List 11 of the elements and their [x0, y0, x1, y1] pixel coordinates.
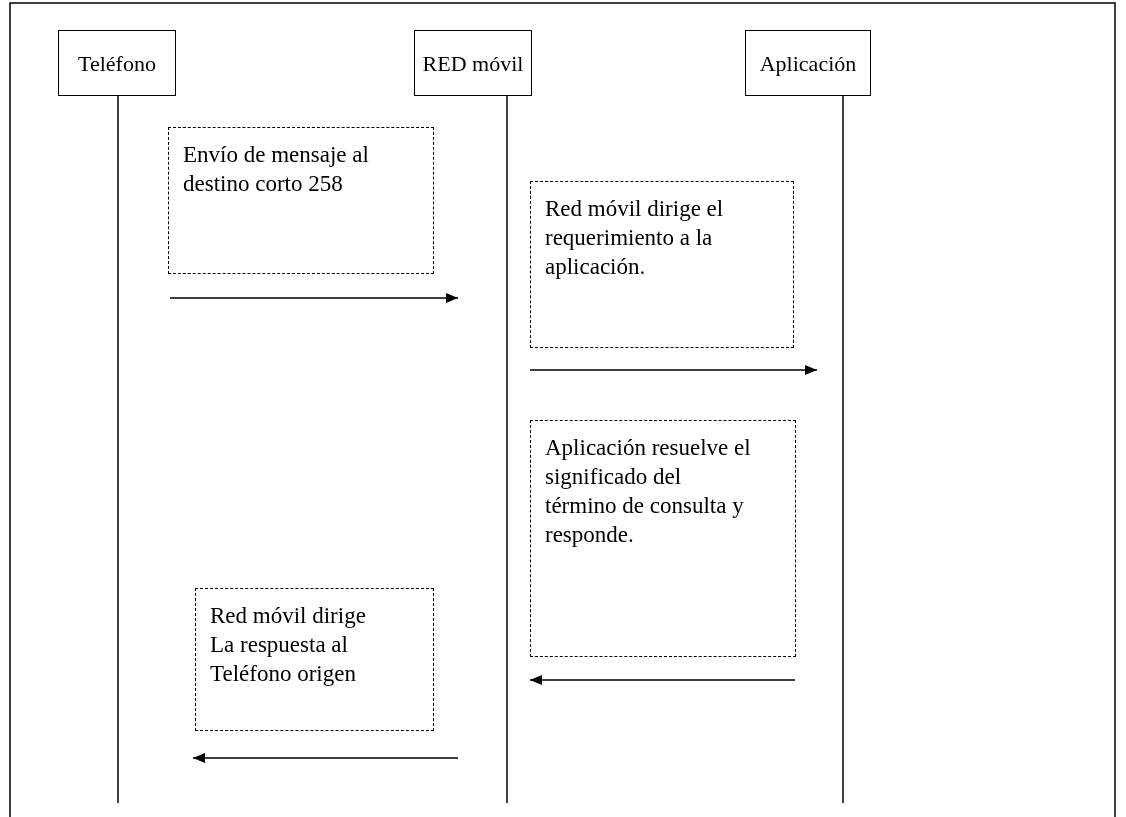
- message-arrow: [169, 293, 459, 303]
- note-box: Envío de mensaje al destino corto 258: [168, 127, 434, 274]
- participant-box: Aplicación: [745, 30, 871, 96]
- note-box: Aplicación resuelve el significado del término de consulta y responde.: [530, 420, 796, 657]
- note-box: Red móvil dirige el requerimiento a la aplicación.: [530, 181, 794, 348]
- note-box: Red móvil dirige La respuesta al Teléfono origen: [195, 588, 434, 731]
- message-arrow: [192, 753, 459, 763]
- message-arrow: [529, 365, 818, 375]
- message-arrow: [529, 675, 796, 685]
- participant-box: Teléfono: [58, 30, 176, 96]
- participant-box: RED móvil: [414, 30, 532, 96]
